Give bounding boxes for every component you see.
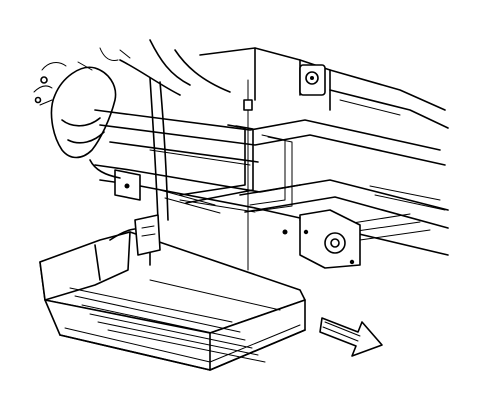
vehicle-frame-drawing <box>33 39 449 269</box>
fuel-tank-drawing <box>39 214 306 371</box>
mounting-strap-drawing <box>149 77 293 271</box>
front-direction-arrow-icon <box>319 317 383 357</box>
